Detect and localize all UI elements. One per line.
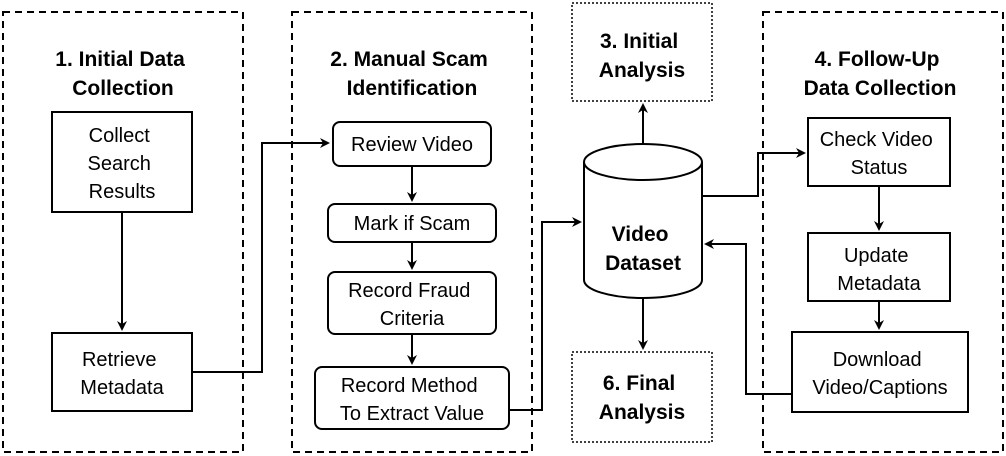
step-label-record-method: Record Method To Extract Value [340,375,484,425]
step-collect-search-results [51,111,193,213]
panel-manual-scam-identification [291,11,533,453]
panel-title-initial-data-collection: 1. Initial Data Collection [55,48,190,100]
step-retrieve-metadata [51,332,193,412]
arrow-retrieve-to-review [192,138,330,373]
panel-initial-analysis [571,2,713,102]
step-label-check-video-status: Check Video Status [820,129,939,179]
step-label-record-fraud-criteria: Record Fraud Criteria [348,280,476,330]
panel-title-initial-analysis: 3. Initial Analysis [599,30,685,82]
step-label-mark-if-scam: Mark if Scam [354,213,471,235]
database-label: Video Dataset [605,223,681,275]
step-label-review-video: Review Video [351,134,473,156]
panel-followup-data-collection [762,11,1004,453]
step-label-download-video-captions: Download Video/Captions [812,349,947,399]
step-download-video-captions [791,331,969,413]
panel-initial-data-collection [2,11,244,453]
arrow-dataset-to-check-status [702,148,806,197]
arrow-download-to-dataset [704,239,792,395]
panel-title-followup-data-collection: 4. Follow-Up Data Collection [804,48,957,100]
step-update-metadata [807,232,951,302]
step-record-method [314,366,510,430]
step-label-collect-search-results: Collect Search Results [88,125,157,203]
panel-title-final-analysis: 6. Final Analysis [599,372,685,424]
panel-final-analysis [571,351,713,443]
step-label-retrieve-metadata: Retrieve Metadata [80,349,164,399]
video-dataset-database [583,143,703,299]
step-label-update-metadata: Update Metadata [837,245,921,295]
arrow-method-to-dataset [509,217,582,411]
panel-title-manual-scam-identification: 2. Manual Scam Identification [330,48,493,100]
step-check-video-status [807,117,951,187]
